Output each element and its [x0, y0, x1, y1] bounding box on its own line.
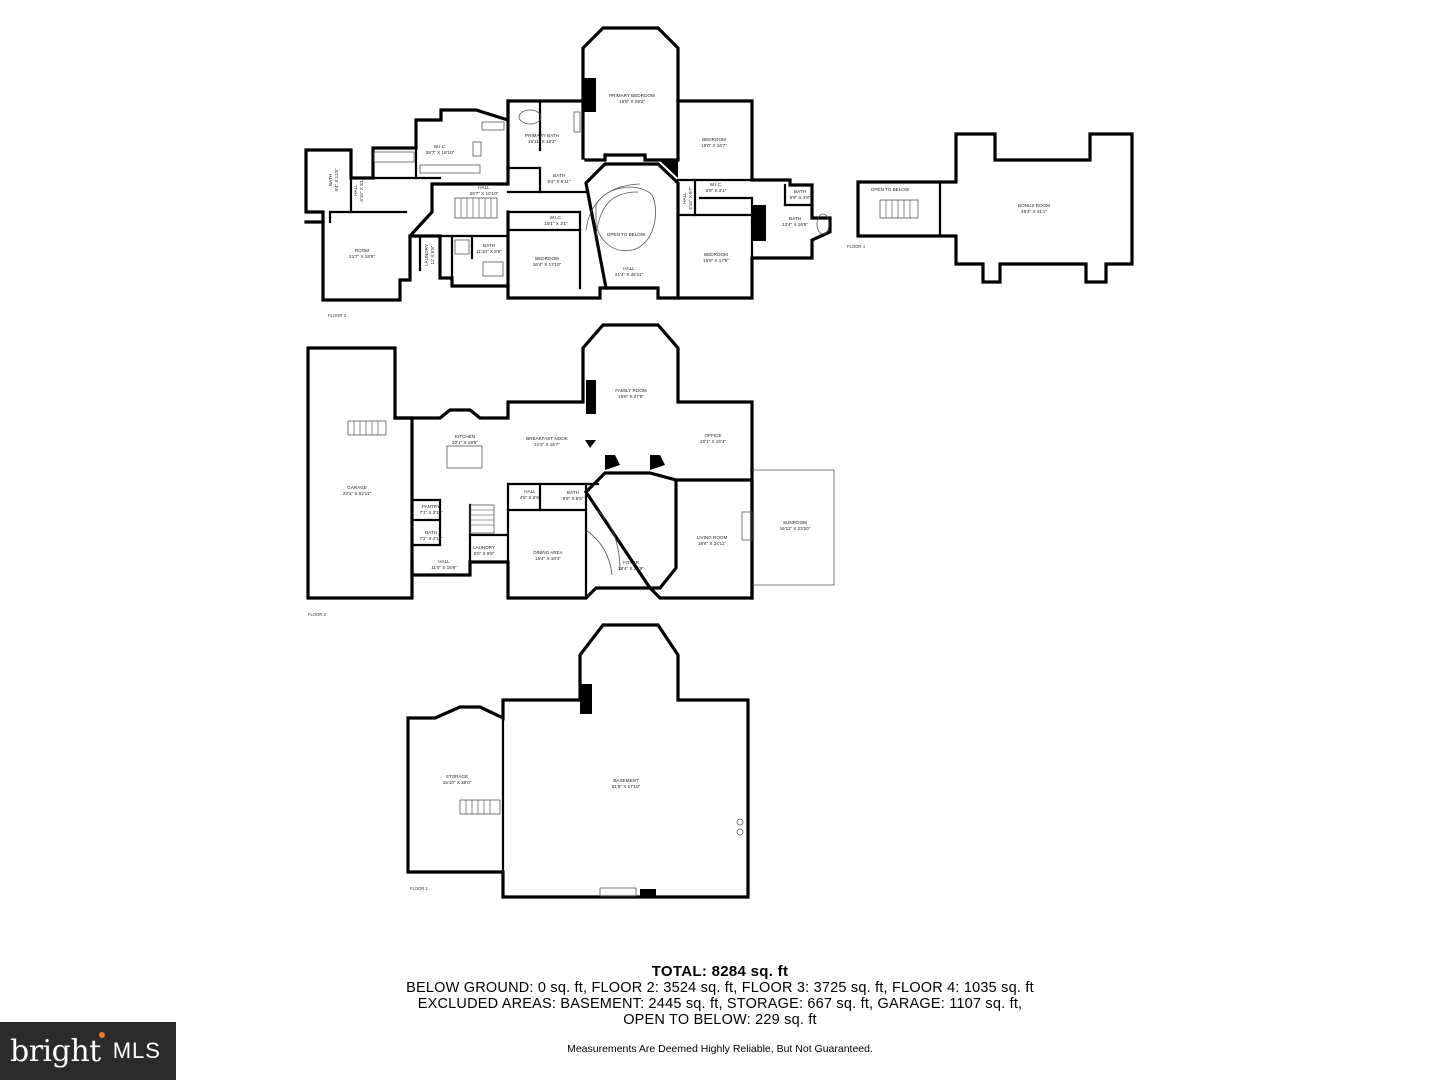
room-name: W.I.C.	[434, 144, 447, 149]
room-name: BEDROOM	[702, 137, 726, 142]
excluded-areas-line: EXCLUDED AREAS: BASEMENT: 2445 sq. ft, S…	[417, 996, 1023, 1012]
room-name: SUNROOM	[783, 520, 807, 525]
room-name: FOYER	[623, 560, 640, 565]
room-dims: 4'5" X 6'9"	[520, 495, 541, 500]
room-dims: 20'1" X 19'5"	[452, 440, 478, 445]
room-name: HALL	[478, 185, 490, 190]
room-dims: 6'4" X 5'11"	[547, 179, 570, 184]
room-name: HALL	[682, 192, 687, 204]
room-dims: 6'5" X 9'8"	[474, 551, 495, 556]
room-name: HALL	[524, 489, 536, 494]
room-name: W.I.C.	[550, 215, 563, 220]
room-name: OFFICE	[705, 433, 722, 438]
room-name: W.I.C.	[710, 182, 723, 187]
room-dims: 4'10" X 6'7"	[688, 186, 693, 210]
room-name: BATH	[567, 490, 579, 495]
room-dims: 20'1" X 16'4"	[700, 439, 726, 444]
disclaimer: Measurements Are Deemed Highly Reliable,…	[567, 1043, 873, 1055]
room-name: BREAKFAST NOOK	[526, 436, 569, 441]
room-dims: 16'11" X 23'10"	[780, 526, 811, 531]
room-name: LIVING ROOM	[697, 535, 728, 540]
area-breakdown-line: BELOW GROUND: 0 sq. ft, FLOOR 2: 3524 sq…	[406, 980, 1034, 996]
room-dims: 16'0" X 16'7"	[701, 143, 727, 148]
room-dims: 19'5" X 27'9"	[618, 394, 644, 399]
room-name: GARAGE	[347, 485, 367, 490]
room-name: HALL	[438, 559, 450, 564]
bright-mls-logo: bright MLS	[0, 1022, 176, 1080]
room-dims: 51'8" X 57'10"	[612, 784, 641, 789]
room-dims: 10'1" X 3'1"	[544, 221, 568, 226]
floor1-stairs	[459, 799, 501, 815]
floor-3-plan: FLOOR 3 PRIMARY BEDROOM 19'5" X 29'2" PR…	[304, 26, 832, 318]
floor2-rear-stairs	[469, 504, 495, 534]
floor-2-plan: FLOOR 2 GARAGE 22'1" X 52'11" KITCHEN 20…	[306, 323, 835, 617]
room-dims: 5'9" X 4'8"	[790, 195, 811, 200]
room-name: HALL	[353, 184, 358, 196]
floor-4-plan: FLOOR 4 OPEN TO BELOW BONUS ROOM 45'3" X…	[847, 132, 1134, 284]
room-name: BEDROOM	[704, 252, 728, 257]
logo-mls-text: MLS	[112, 1038, 161, 1063]
room-dims: 22'1" X 52'11"	[343, 491, 372, 496]
room-name: OPEN TO BELOW	[607, 232, 646, 237]
room-name: HALL	[623, 266, 635, 271]
room-dims: 11'0" X 15'9"	[431, 565, 457, 570]
floor-1-plan: FLOOR 1 STORAGE 19'10" X 35'0" BASEMENT …	[406, 623, 750, 899]
floor-2-label: FLOOR 2	[308, 612, 327, 617]
room-dims: 7'1" X 3'11"	[419, 510, 442, 515]
room-name: DINING AREA	[533, 550, 564, 555]
room-name: BATH	[789, 216, 801, 221]
room-dims: 9'4" X 11'8"	[334, 168, 339, 191]
room-dims: 16'4" X 18'4"	[535, 556, 561, 561]
room-name: PRIMARY BEDROOM	[609, 93, 655, 98]
room-name: PRIMARY BATH	[525, 133, 559, 138]
room-name: BATH	[328, 174, 333, 186]
room-name: LAUNDRY	[424, 244, 429, 266]
total-area: TOTAL: 8284 sq. ft	[651, 963, 789, 980]
floor-1-label: FLOOR 1	[410, 886, 429, 891]
room-name: STORAGE	[446, 774, 468, 779]
room-dims: 45'3" X 31'1"	[1021, 209, 1047, 214]
room-name: OPEN TO BELOW	[871, 187, 910, 192]
room-dims: 21'7" X 18'8"	[349, 254, 375, 259]
room-name: PANTRY	[422, 504, 440, 509]
room-name: BATH	[483, 243, 495, 248]
room-name: ROOM	[355, 248, 369, 253]
floor-4-label: FLOOR 4	[847, 244, 866, 249]
room-dims: 28'7" X 18'10"	[426, 150, 455, 155]
room-name: BATH	[553, 173, 565, 178]
room-name: BATH	[794, 189, 806, 194]
room-dims: 3'10" X 6'1"	[359, 178, 364, 202]
room-dims: 15'11" X 19'3"	[528, 139, 557, 144]
room-dims: 19'5" X 29'2"	[619, 99, 645, 104]
room-name: BEDROOM	[535, 256, 559, 261]
floor3-stairs	[454, 197, 498, 219]
room-name: BASEMENT	[613, 778, 638, 783]
room-name: BONUS ROOM	[1018, 203, 1050, 208]
room-dims: 18'4" X 29'9"	[618, 566, 644, 571]
room-name: LAUNDRY	[473, 545, 495, 550]
room-dims: 19'6" X 24'11"	[698, 541, 727, 546]
room-name: FAMILY ROOM	[615, 388, 647, 393]
room-dims: 6'9" X 3'1"	[706, 188, 727, 193]
room-name: BATH	[425, 530, 437, 535]
floor4-stairs	[879, 199, 919, 219]
room-dims: 9'6" X 6'5"	[563, 496, 584, 501]
logo-dot-icon	[98, 1032, 105, 1038]
floor-3-label: FLOOR 3	[328, 313, 347, 318]
room-dims: 22'3" X 16'7"	[534, 442, 560, 447]
room-dims: 13'4" X 16'6"	[782, 222, 808, 227]
room-dims: 16'4" X 17'10"	[533, 262, 562, 267]
open-to-below-line: OPEN TO BELOW: 229 sq. ft	[623, 1012, 817, 1028]
logo-brand-text: bright	[10, 1033, 101, 1069]
garage-stairs	[347, 420, 387, 436]
room-dims: 11'10" X 8'6"	[476, 249, 502, 254]
room-name: KITCHEN	[455, 434, 475, 439]
room-dims: 7'1" X 4'11"	[419, 536, 442, 541]
room-dims: 21'4" X 25'11"	[615, 272, 644, 277]
room-dims: 29'7" X 10'10"	[470, 191, 499, 196]
room-dims: 15'8" X 17'9"	[703, 258, 729, 263]
room-dims: 11' X 5'8"	[430, 245, 435, 264]
room-dims: 19'10" X 35'0"	[443, 780, 472, 785]
